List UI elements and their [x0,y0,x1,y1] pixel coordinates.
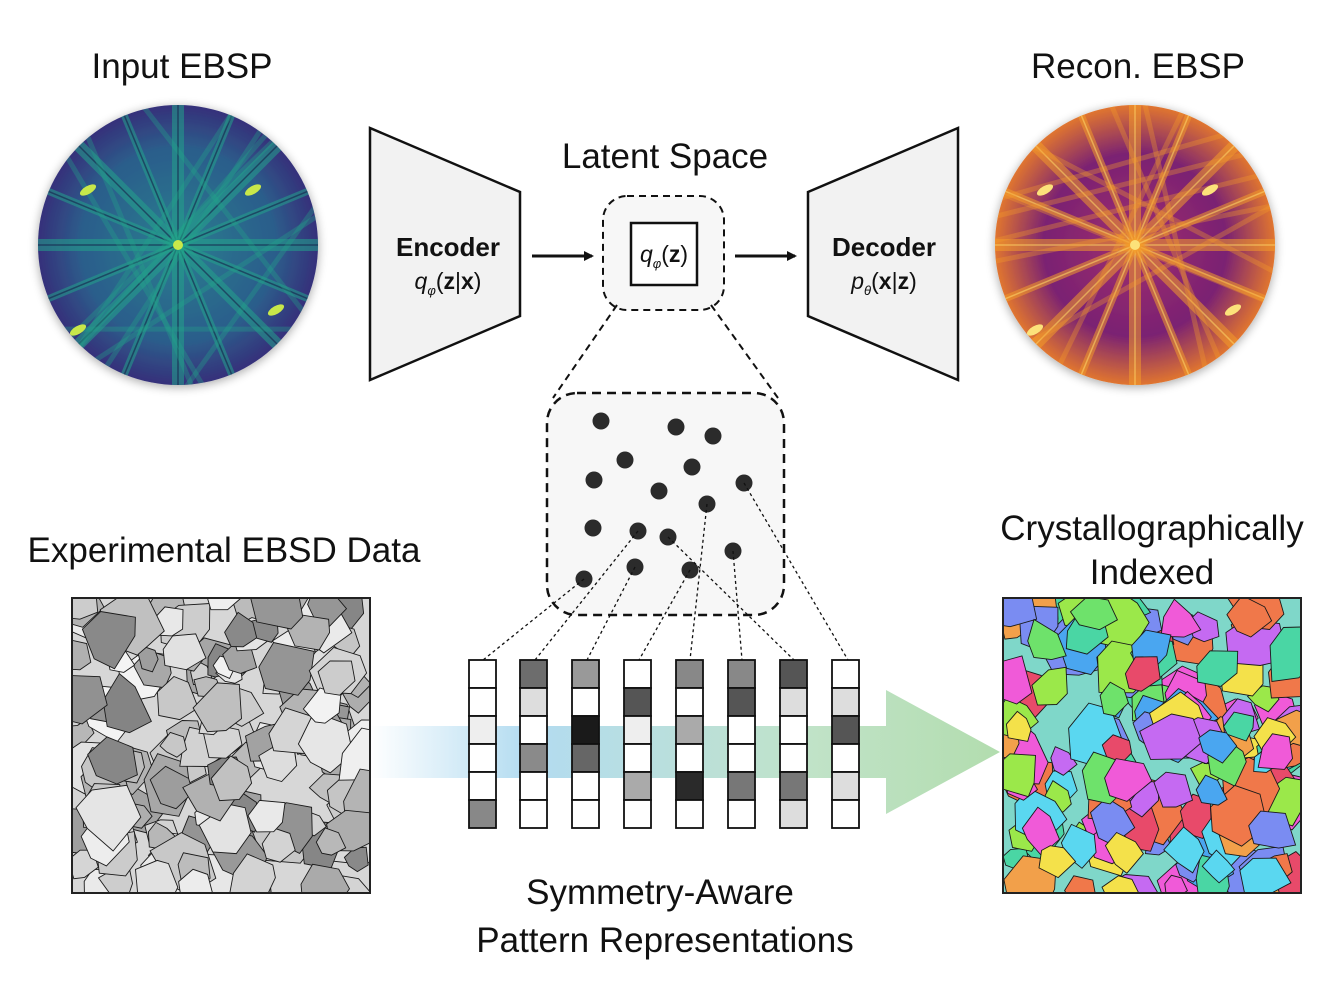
grain [1269,626,1301,683]
latent-point [704,427,722,445]
grain [229,853,276,893]
latent-zoom-panel [545,391,786,617]
grain [1201,849,1236,884]
symmetry-label-line1: Symmetry-Aware [526,873,794,912]
grain [1248,810,1297,849]
grain [1104,831,1144,874]
latent-point [592,412,610,430]
indexed-label-line2: Indexed [1090,553,1215,592]
grain [1069,598,1118,631]
grain [261,827,296,863]
symmetry-label-line2: Pattern Representations [476,921,853,960]
grain [258,641,315,696]
representation-column [779,659,808,829]
experimental-ebsd-map [71,597,371,894]
indexed-ipf-map [1002,597,1302,894]
latent-point [667,418,685,436]
grain [162,633,207,671]
grain [75,784,142,852]
grain [72,598,99,620]
latent-point [585,471,603,489]
grain [1038,845,1077,879]
grain [1064,875,1096,893]
grain [317,660,356,696]
grain [1050,746,1078,776]
grain [224,611,258,648]
representation-column [519,659,548,829]
latent-to-representation-connectors [482,482,849,661]
grain [1153,771,1194,808]
grain [1198,729,1238,764]
latent-point [584,519,602,537]
grain [1160,598,1202,638]
recon-ebsp-label: Recon. EBSP [1031,47,1245,86]
latent-point [683,458,701,476]
representation-column [623,659,652,829]
grain [72,639,92,671]
grain [1104,758,1153,802]
grain [1003,598,1038,628]
grain [87,736,138,785]
grain [137,646,159,673]
grain [1003,655,1033,705]
grain [1163,826,1205,874]
decoder-trapezoid-icon [806,126,960,382]
grain [1223,711,1255,742]
grain [1195,774,1228,806]
experimental-ebsd-label: Experimental EBSD Data [28,531,421,570]
dashed-zoom-lines-icon [552,304,779,399]
indexed-label-line1: Crystallographically [1000,509,1304,548]
grain [1164,874,1188,893]
latent-point [616,451,634,469]
representation-column [468,659,497,829]
encoder-title: Encoder [396,232,500,262]
representation-column [831,659,860,829]
grain [343,846,369,873]
grain [1099,681,1129,717]
input-ebsp-label: Input EBSP [92,47,273,86]
latent-point [650,482,668,500]
grain [300,863,351,893]
grain [1257,733,1293,770]
grain [72,675,108,725]
representation-columns [468,659,860,829]
grain [81,611,136,670]
decoder-block: Decoder pθ(x|z) [806,126,960,382]
latent-points [575,412,753,588]
encoder-trapezoid-icon [368,126,522,382]
grain [1003,753,1036,798]
grain [210,755,253,802]
latent-space-box: qφ(z) [602,195,725,311]
grain [1027,618,1067,661]
grain [1005,710,1032,742]
grain [1139,713,1203,760]
grain [297,711,354,774]
grain [1101,875,1140,893]
decoder-title: Decoder [832,232,936,262]
grain [135,859,179,893]
representation-column [727,659,756,829]
grain [1239,857,1292,893]
encoder-formula: qφ(z|x) [415,268,482,298]
encoder-block: Encoder qφ(z|x) [368,126,522,382]
latent-space-label: Latent Space [562,137,768,176]
decoder-formula: pθ(x|z) [850,268,916,298]
grain [1196,650,1239,687]
grain [1226,598,1273,638]
grain [192,682,242,733]
representation-column [571,659,600,829]
input-kikuchi-bands [38,105,318,385]
grain [178,868,213,893]
representation-column [675,659,704,829]
grain [149,765,194,810]
grain [156,675,199,721]
grain [159,731,188,758]
grain [315,827,347,856]
latent-formula: qφ(z) [640,241,688,271]
grain [247,799,286,833]
grain [250,598,304,630]
grain [206,598,241,611]
grain [1124,656,1161,692]
